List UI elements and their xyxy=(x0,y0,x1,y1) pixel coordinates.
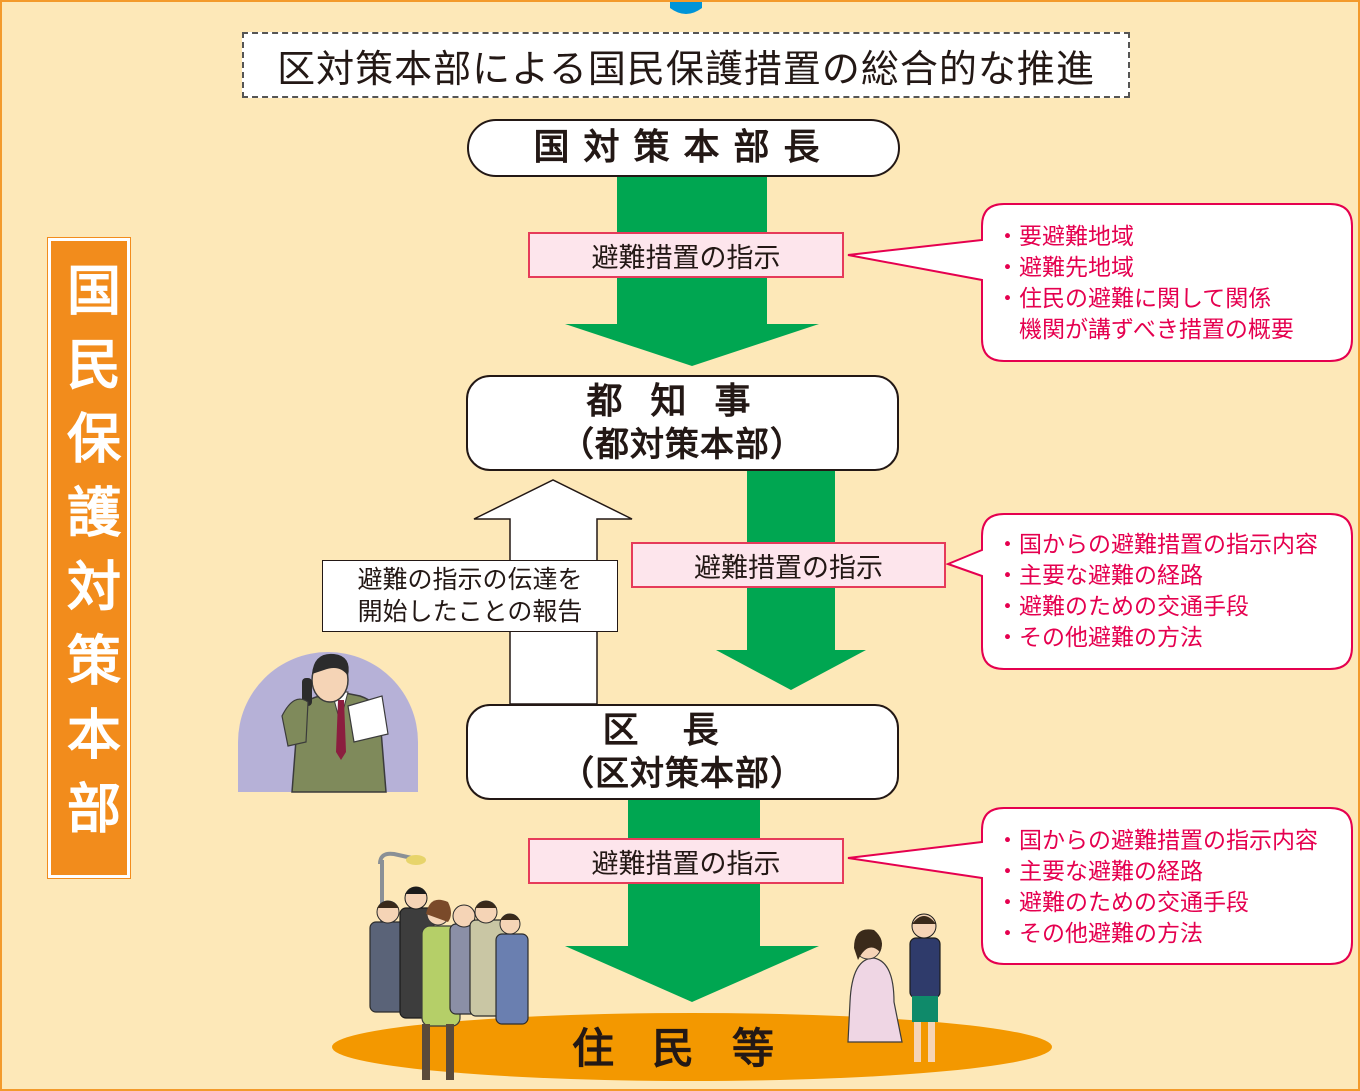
residents-label: 住民等 xyxy=(571,1023,812,1073)
node-national-chief: 国対策本部長 xyxy=(467,119,900,177)
mother-child-illustration xyxy=(847,913,941,1062)
callout-2-item: ・主要な避難の経路 xyxy=(996,563,1203,589)
node-ward-mayor-subtitle: （区対策本部） xyxy=(560,754,805,794)
node-national-chief-label: 国対策本部長 xyxy=(533,127,834,168)
callout-3-text: ・国からの避難措置の指示内容 ・主要な避難の経路 ・避難のための交通手段 ・その… xyxy=(996,826,1318,950)
node-ward-mayor-title: 区長 xyxy=(602,710,763,751)
report-label: 避難の指示の伝達を 開始したことの報告 xyxy=(322,560,618,632)
callout-bubble-2 xyxy=(945,513,1353,670)
report-label-line1: 避難の指示の伝達を xyxy=(357,565,583,594)
callout-1-item: ・避難先地域 xyxy=(996,255,1134,281)
node-governor-title: 都知事 xyxy=(586,381,779,422)
callout-1-item: ・要避難地域 xyxy=(996,224,1134,250)
callout-2-item: ・避難のための交通手段 xyxy=(996,594,1249,620)
callout-2-text: ・国からの避難措置の指示内容 ・主要な避難の経路 ・避難のための交通手段 ・その… xyxy=(996,530,1318,654)
node-ward-mayor: 区長 （区対策本部） xyxy=(466,704,899,800)
arrow-label-1: 避難措置の指示 xyxy=(528,232,844,278)
green-arrow-3 xyxy=(565,797,819,1002)
node-governor: 都知事 （都対策本部） xyxy=(466,375,899,471)
arrow-label-2: 避難措置の指示 xyxy=(631,542,946,588)
side-title: 国民保護対策本部 xyxy=(57,262,121,854)
callout-1-item: ・住民の避難に関して関係 xyxy=(996,286,1272,312)
arrow-label-3: 避難措置の指示 xyxy=(528,838,844,884)
side-title-box: 国民保護対策本部 xyxy=(48,238,130,878)
callout-bubble-3 xyxy=(847,807,1353,965)
callout-3-item: ・主要な避難の経路 xyxy=(996,859,1203,885)
headline-banner: 区対策本部による国民保護措置の総合的な推進 xyxy=(242,32,1130,98)
top-tab-icon xyxy=(670,2,702,14)
report-label-line2: 開始したことの報告 xyxy=(357,597,583,626)
callout-3-item: ・避難のための交通手段 xyxy=(996,890,1249,916)
node-governor-subtitle: （都対策本部） xyxy=(560,425,805,465)
callout-2-item: ・国からの避難措置の指示内容 xyxy=(996,532,1318,558)
callout-bubble-1 xyxy=(847,203,1353,362)
callout-1-item: 機関が講ずべき措置の概要 xyxy=(996,317,1294,343)
callout-3-item: ・その他避難の方法 xyxy=(996,921,1203,947)
callout-2-item: ・その他避難の方法 xyxy=(996,625,1203,651)
phone-businessman-icon xyxy=(238,652,418,793)
callout-3-item: ・国からの避難措置の指示内容 xyxy=(996,828,1318,854)
callout-1-text: ・要避難地域 ・避難先地域 ・住民の避難に関して関係 機関が講ずべき措置の概要 xyxy=(996,222,1294,346)
crowd-illustration xyxy=(369,851,529,1080)
